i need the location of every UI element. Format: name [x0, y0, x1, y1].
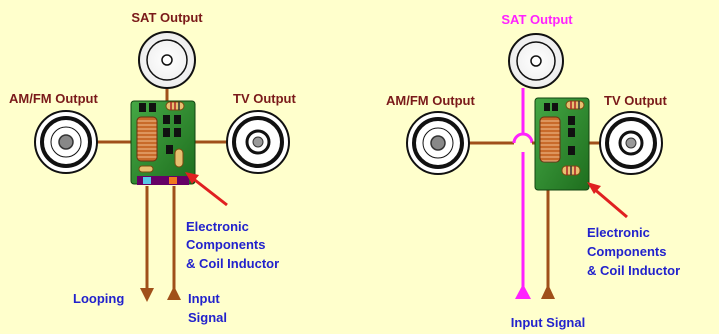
right-amfm-connector [406, 111, 470, 175]
right-input-arrow [541, 284, 555, 299]
left-components-label-line3: & Coil Inductor [186, 256, 279, 271]
left-components-label-line2: Components [186, 237, 265, 252]
left-input-arrow [167, 286, 181, 300]
right-tv-label: TV Output [604, 93, 667, 108]
right-diagram: SAT Output AM/FM Output TV Output Electr… [386, 12, 680, 330]
right-circuit-board [534, 97, 590, 191]
right-pointer-line [592, 186, 628, 219]
right-amfm-label: AM/FM Output [386, 93, 475, 108]
left-tv-label: TV Output [233, 91, 296, 106]
right-components-label-line2: Components [587, 244, 666, 259]
left-diagram: SAT Output AM/FM Output TV Output Electr… [9, 10, 296, 325]
left-pointer-line [190, 175, 228, 207]
right-input-label: Input Signal [511, 315, 585, 330]
left-input-label-line1: Input [188, 291, 220, 306]
right-wire-hop [512, 132, 534, 144]
left-circuit-board [130, 100, 196, 185]
right-components-label-line3: & Coil Inductor [587, 263, 680, 278]
left-looping-arrow [140, 288, 154, 302]
left-input-label-line2: Signal [188, 310, 227, 325]
right-sat-input-arrow [515, 284, 531, 299]
left-components-label-line1: Electronic [186, 219, 249, 234]
left-sat-connector [138, 31, 196, 89]
right-sat-connector [508, 33, 564, 89]
left-amfm-connector [34, 110, 98, 174]
right-components-label-line1: Electronic [587, 225, 650, 240]
left-sat-label: SAT Output [131, 10, 203, 25]
right-tv-connector [599, 111, 663, 175]
left-amfm-label: AM/FM Output [9, 91, 98, 106]
left-pointer-arrowhead [185, 172, 199, 184]
right-sat-label: SAT Output [501, 12, 573, 27]
left-looping-label: Looping [73, 291, 124, 306]
left-tv-connector [226, 110, 290, 174]
right-pointer-arrowhead [587, 182, 601, 194]
